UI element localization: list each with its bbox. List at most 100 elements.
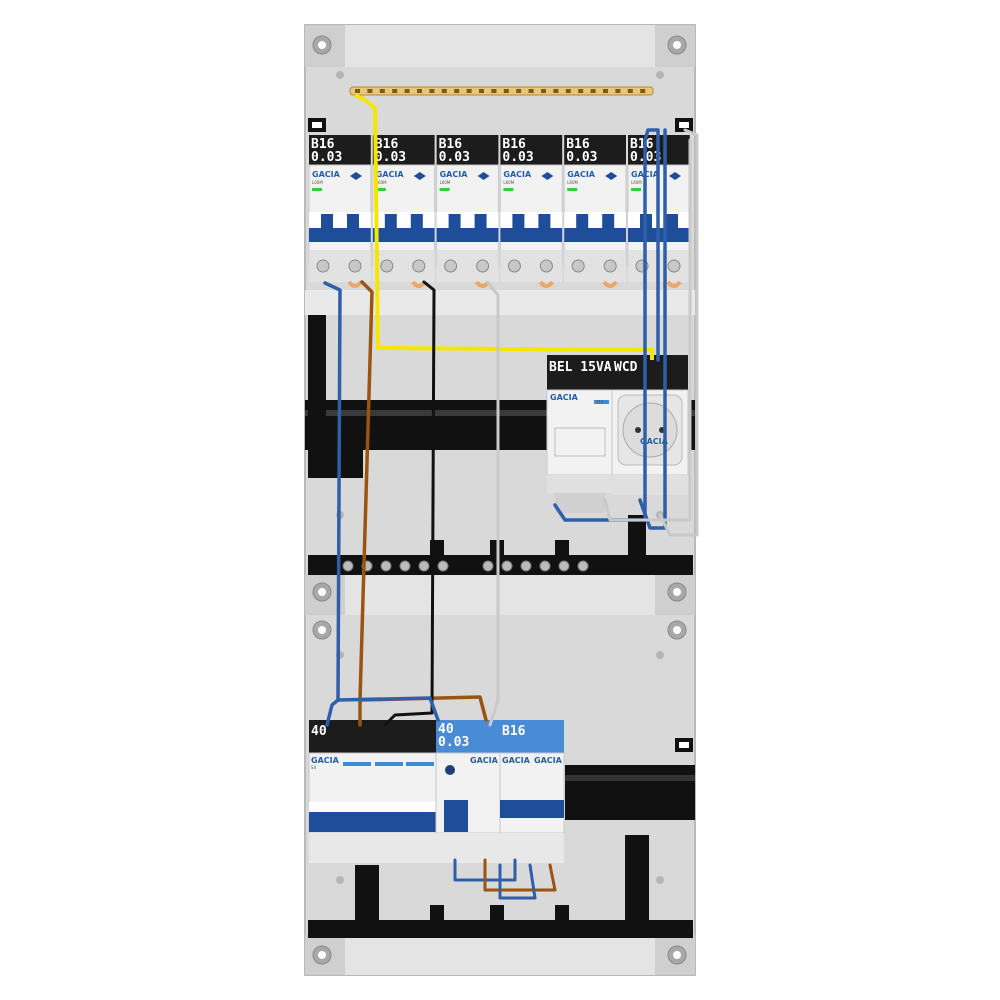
breaker-model: L60M [440, 180, 451, 185]
breaker-toggle[interactable] [321, 214, 333, 238]
bottom-breaker-brand-2: GACIA [534, 756, 563, 765]
busbar-hole [565, 89, 571, 93]
grey-wire [603, 138, 692, 522]
status-indicator-icon [503, 188, 514, 191]
status-indicator-icon [567, 188, 578, 191]
busbar-hole [379, 89, 385, 93]
socket-brand: GACIA [640, 437, 669, 446]
grey-wire [658, 128, 699, 537]
terminal-screw-icon[interactable] [380, 259, 394, 273]
wire-stub-brown [538, 280, 554, 288]
breaker-handle[interactable] [500, 228, 563, 242]
grey-wire [486, 281, 500, 727]
busbar-hole [355, 89, 360, 93]
breaker-handle[interactable] [436, 228, 499, 242]
transformer-diagram-icon [554, 427, 606, 457]
breaker-toggle[interactable] [666, 214, 678, 238]
breaker-sensitivity: 0.03 [502, 150, 533, 165]
bottom-breaker-handle[interactable] [500, 800, 564, 818]
breaker-rating: B16 [502, 137, 526, 152]
breaker-model: L60M [567, 180, 578, 185]
busbar-hole [503, 89, 509, 93]
breaker-toggle[interactable] [448, 214, 461, 238]
brand-logo-icon [605, 172, 618, 180]
breaker-model: L60M [312, 180, 323, 185]
breaker-label-plate [309, 135, 371, 165]
breaker-brand: GACIA [567, 170, 596, 179]
busbar-hole [578, 89, 584, 93]
brand-logo-icon [413, 172, 426, 180]
status-indicator-icon [439, 188, 450, 191]
brand-logo-icon [669, 172, 681, 180]
bel-label: BEL 15VA [549, 360, 612, 375]
wire-stub-brown [666, 280, 682, 288]
status-indicator-icon [312, 188, 322, 191]
busbar-hole [429, 89, 435, 93]
breaker-sensitivity: 0.03 [566, 150, 597, 165]
bel-transformer[interactable]: BEL 15VA GACIA T15 [546, 355, 613, 513]
breaker-toggle[interactable] [538, 214, 551, 238]
terminal-screw-icon[interactable] [348, 259, 362, 273]
terminal-screw-icon[interactable] [539, 259, 553, 273]
wcd-socket[interactable]: WCD GACIA [611, 355, 689, 495]
brand-logo-icon [350, 172, 362, 180]
breaker-sensitivity: 0.03 [311, 150, 342, 165]
breaker-label-plate [372, 135, 435, 165]
breaker-toggle[interactable] [347, 214, 359, 238]
breaker-toggle[interactable] [384, 214, 397, 238]
breaker-brand: GACIA [503, 170, 532, 179]
transformer-brand: GACIA [550, 393, 579, 402]
breaker-toggle[interactable] [410, 214, 423, 238]
breaker-handle[interactable] [564, 228, 626, 242]
yellow-wire [354, 93, 654, 360]
rcd-sensitivity: 0.03 [438, 735, 469, 750]
breaker-toggle[interactable] [512, 214, 525, 238]
earth-terminal-screws [342, 560, 589, 572]
breaker-brand: GACIA [440, 170, 469, 179]
main-switch-model: S4 [311, 765, 317, 770]
bottom-breaker-b16[interactable]: B16 GACIA GACIA [499, 720, 565, 863]
breaker-rating: B16 [439, 137, 463, 152]
busbar-hole [392, 89, 398, 93]
wcd-label: WCD [614, 360, 638, 375]
busbar-hole [640, 89, 646, 93]
wire-stub-brown [347, 280, 363, 288]
busbar-hole [441, 89, 447, 93]
din-rail-lower [565, 765, 695, 820]
busbar-hole [404, 89, 410, 93]
terminal-screw-icon[interactable] [444, 259, 458, 273]
breaker-toggle[interactable] [474, 214, 487, 238]
terminal-screw-icon[interactable] [603, 259, 617, 273]
busbar-hole [615, 89, 621, 93]
breaker-label-plate [500, 135, 563, 165]
terminal-screw-icon[interactable] [412, 259, 426, 273]
main-switch[interactable]: 40 GACIA S4 [308, 720, 437, 863]
breaker-handle[interactable] [372, 228, 435, 242]
main-switch-handle[interactable] [309, 810, 436, 832]
terminal-screw-icon[interactable] [507, 259, 521, 273]
blue-wire [553, 128, 660, 522]
breaker-handle[interactable] [309, 228, 371, 242]
terminal-screw-icon[interactable] [316, 259, 330, 273]
terminal-screw-icon[interactable] [667, 259, 681, 273]
brown-wire [483, 858, 557, 892]
terminal-screw-icon[interactable] [476, 259, 490, 273]
rcd-40[interactable]: 40 0.03 GACIA [435, 720, 501, 863]
wiring [323, 128, 699, 900]
rcd-handle[interactable] [444, 800, 468, 832]
breaker-toggle[interactable] [576, 214, 589, 238]
breaker-model: L60M [503, 180, 514, 185]
terminal-screw-icon[interactable] [571, 259, 585, 273]
rcd-test-button-icon[interactable] [445, 765, 455, 775]
breaker-toggle[interactable] [602, 214, 615, 238]
brand-logo-icon [477, 172, 490, 180]
busbar-hole [417, 89, 422, 93]
bottom-module-row: 40 GACIA S4 40 0.03 GACIA B16 [308, 720, 565, 863]
blue-wire [336, 696, 440, 722]
